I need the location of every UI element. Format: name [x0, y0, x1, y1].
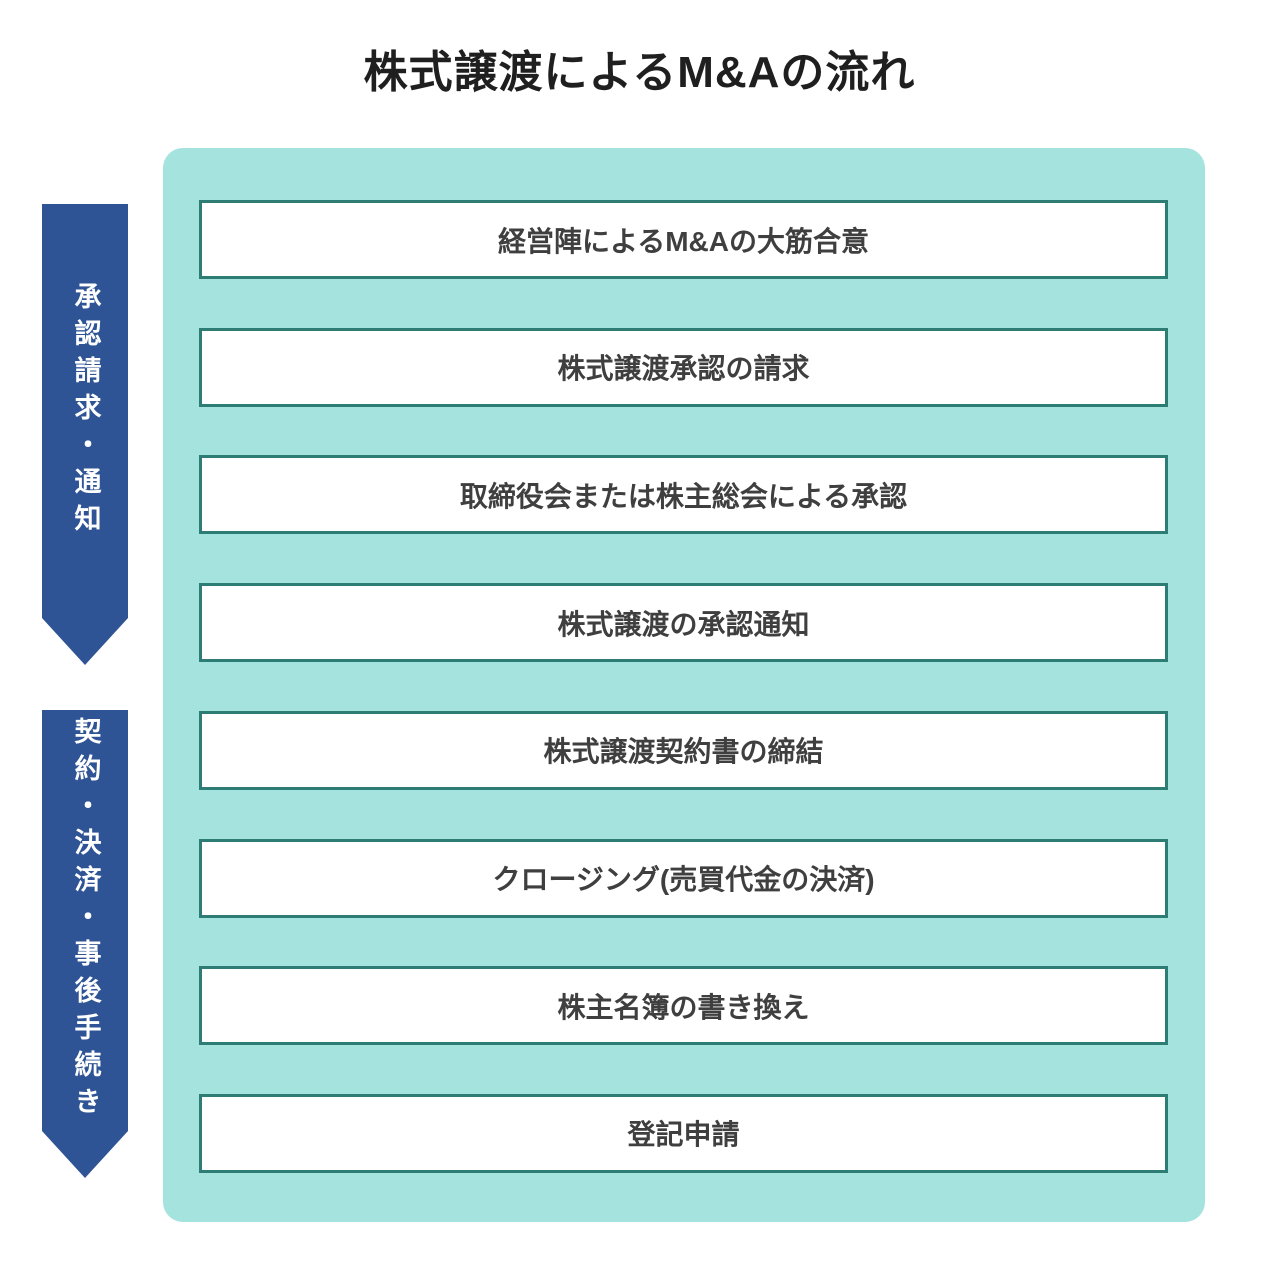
- step-box-4: 株式譲渡の承認通知: [199, 583, 1168, 663]
- phase-label: 承認請求・通知: [70, 281, 101, 541]
- phase-label: 契約・決済・事後手続き: [70, 717, 101, 1124]
- step-box-6: クロージング(売買代金の決済): [199, 838, 1168, 918]
- step-box-7: 株主名簿の書き換え: [199, 966, 1168, 1046]
- page-title: 株式譲渡によるM&Aの流れ: [363, 48, 916, 97]
- phase-arrow-approval-request: 承認請求・通知: [42, 204, 128, 665]
- step-box-3: 取締役会または株主総会による承認: [199, 455, 1168, 535]
- step-box-8: 登記申請: [199, 1093, 1168, 1173]
- step-box-5: 株式譲渡契約書の締結: [199, 710, 1168, 790]
- phase-arrow-contract-settlement: 契約・決済・事後手続き: [42, 710, 128, 1178]
- step-box-1: 経営陣によるM&Aの大筋合意: [199, 200, 1168, 279]
- step-box-2: 株式譲渡承認の請求: [199, 327, 1168, 407]
- flow-steps-panel: 経営陣によるM&Aの大筋合意 株式譲渡承認の請求 取締役会または株主総会による承…: [163, 148, 1205, 1222]
